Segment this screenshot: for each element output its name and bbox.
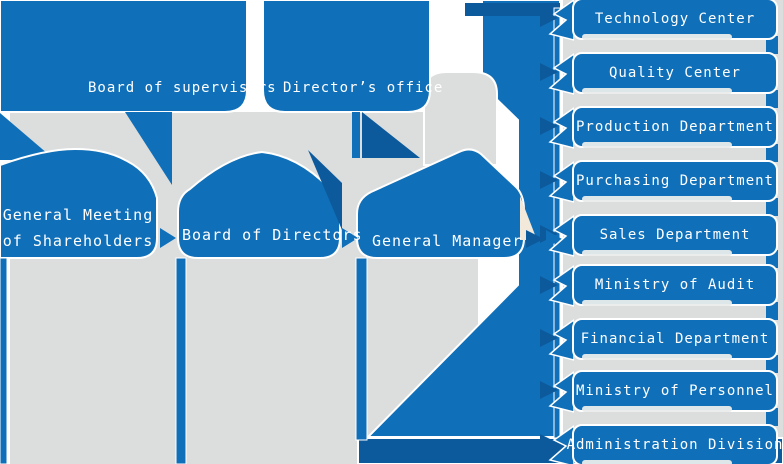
dept-box-purchasing-department: Purchasing Department <box>548 160 780 204</box>
ribbon-tail-icon <box>548 265 574 307</box>
dept-box-sales-department: Sales Department <box>548 214 780 258</box>
stem-board-of-directors <box>175 257 187 464</box>
dept-box-ministry-of-personnel: Ministry of Personnel <box>548 370 780 414</box>
connector-nub <box>766 408 778 426</box>
dept-box-financial-department: Financial Department <box>548 318 780 362</box>
stem-director <box>352 112 360 158</box>
ribbon-tail-icon <box>548 215 574 257</box>
dept-box-quality-center: Quality Center <box>548 52 780 96</box>
box-highlight <box>582 196 732 202</box>
stem-general-manager <box>355 257 368 441</box>
box-highlight <box>582 250 732 256</box>
board-of-supervisors-label: Board of supervisors <box>88 80 277 96</box>
ribbon-tail-icon <box>548 0 574 41</box>
line-arrow-icon <box>540 9 558 27</box>
ribbon-tail-icon <box>548 53 574 95</box>
box-highlight <box>582 406 732 412</box>
dept-box: Ministry of Audit <box>572 264 778 306</box>
box-highlight <box>582 354 732 360</box>
line-arrow-icon <box>540 329 558 347</box>
general-meeting-line1: General Meeting <box>2 206 154 224</box>
arrow-icon-manager-to-line-dark <box>526 230 544 248</box>
general-meeting-line2: of Shareholders <box>2 232 154 250</box>
dept-box: Financial Department <box>572 318 778 360</box>
arrow-icon-meeting-to-board <box>160 228 176 248</box>
dept-box-production-department: Production Department <box>548 106 780 150</box>
cream-accent-triangle <box>520 196 537 240</box>
box-highlight <box>582 142 732 148</box>
line-arrow-icon <box>540 381 558 399</box>
connector-nub <box>766 144 778 162</box>
line-arrow-icon <box>540 171 558 189</box>
wedge-left <box>0 113 55 160</box>
dept-label: Sales Department <box>599 227 751 243</box>
box-shape-general-meeting <box>0 147 158 259</box>
dept-box: Administration Division <box>567 424 782 464</box>
ribbon-tail-icon <box>548 161 574 203</box>
connector-nub <box>766 198 778 216</box>
box-shape-directors-office <box>262 0 431 113</box>
arrow-icon-manager-to-line <box>546 230 562 248</box>
ribbon-tail-icon <box>548 107 574 149</box>
connector-nub <box>766 90 778 108</box>
connector-nub <box>766 302 778 320</box>
line-arrow-icon <box>540 276 558 294</box>
dept-box-ministry-of-audit: Ministry of Audit <box>548 264 780 308</box>
box-shape-general-manager <box>356 148 525 259</box>
box-shape-board-of-supervisors <box>0 0 248 113</box>
dept-label: Financial Department <box>580 331 770 347</box>
dept-box-administration-division: Administration Division <box>548 424 782 464</box>
arrow-icon-board-to-manager <box>342 228 358 248</box>
dept-label: Ministry of Audit <box>594 277 756 293</box>
dept-label: Ministry of Personnel <box>575 383 774 399</box>
box-highlight <box>582 460 732 464</box>
dept-label: Quality Center <box>608 65 741 81</box>
box-highlight <box>582 34 732 40</box>
dept-label: Administration Division <box>566 437 783 453</box>
dept-label: Purchasing Department <box>575 173 774 189</box>
board-of-directors-label: Board of Directors <box>182 226 363 244</box>
general-meeting-label: General Meeting of Shareholders <box>0 202 156 254</box>
dept-box-technology-center: Technology Center <box>548 0 780 42</box>
line-arrow-icon <box>540 434 558 452</box>
ribbon-tail-icon <box>548 319 574 361</box>
box-highlight <box>582 300 732 306</box>
box-highlight <box>582 88 732 94</box>
dept-label: Production Department <box>575 119 774 135</box>
dark-wedge-director <box>362 112 420 158</box>
connector-nub <box>766 36 778 54</box>
directors-office-label: Director’s office <box>283 80 444 96</box>
line-arrow-icon <box>540 63 558 81</box>
ribbon-tail-icon <box>548 371 574 413</box>
ribbon-tail-icon <box>548 425 574 464</box>
top-dark-strip <box>465 3 560 16</box>
dept-box: Technology Center <box>572 0 778 40</box>
dept-label: Technology Center <box>594 11 756 27</box>
wedge-mid <box>125 112 172 185</box>
general-manager-label: General Manager <box>372 232 523 250</box>
stem-general-meeting <box>0 257 8 464</box>
dark-wedge-board <box>308 150 342 230</box>
line-arrow-icon <box>540 117 558 135</box>
